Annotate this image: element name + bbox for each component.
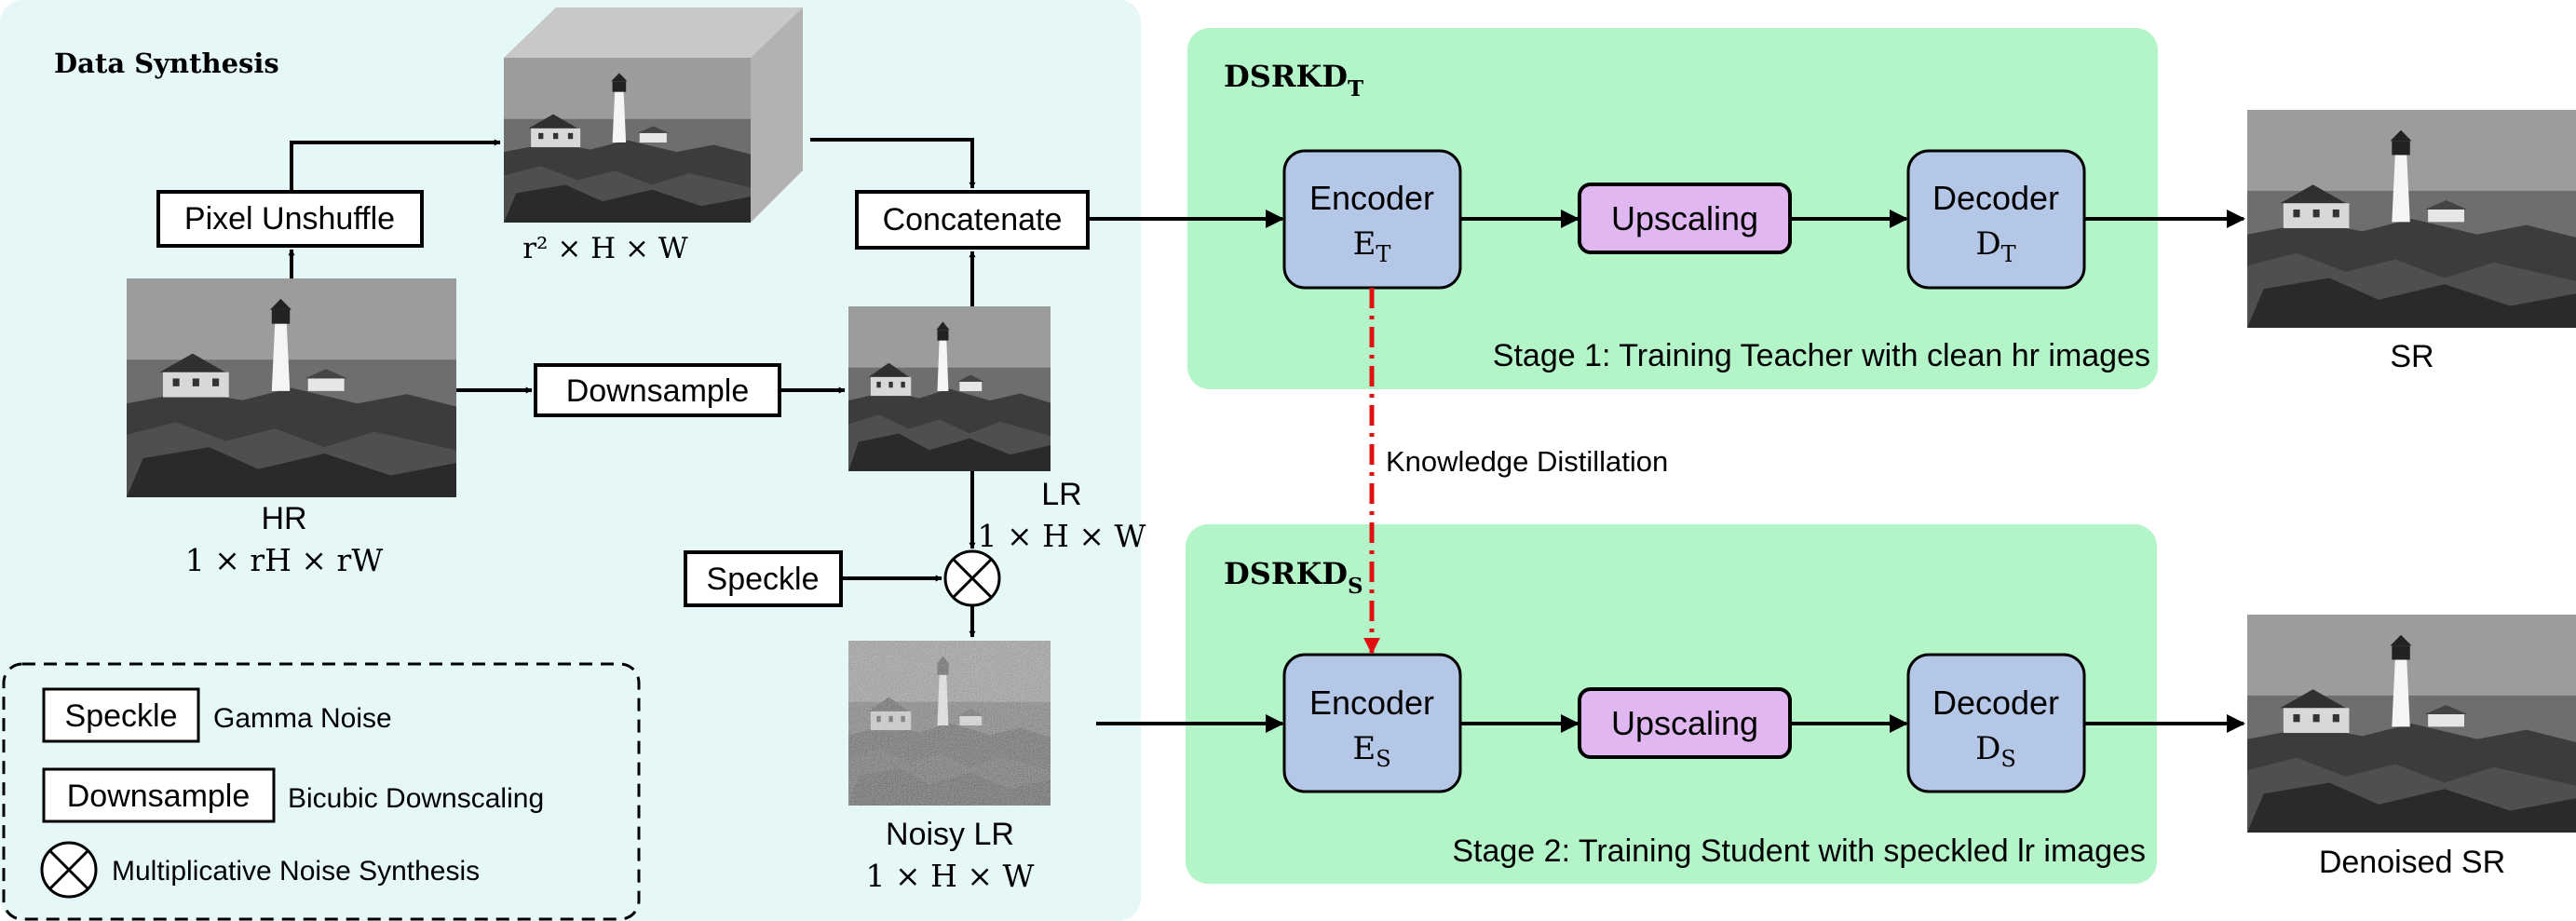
legend-box <box>2 662 641 921</box>
distillation-label: Knowledge Distillation <box>1386 445 1668 478</box>
legend-multiply-desc: Multiplicative Noise Synthesis <box>112 856 480 887</box>
concatenate-box <box>855 190 1090 250</box>
student-decoder-label: Decoder <box>1932 684 2059 722</box>
data-synthesis-title: Data Synthesis <box>54 47 279 79</box>
teacher-encoder <box>1282 149 1462 290</box>
noisy-lr-label: Noisy LR <box>886 817 1014 852</box>
hr-dims: 1 × rH × rW <box>185 542 384 578</box>
teacher-stage-caption: Stage 1: Training Teacher with clean hr … <box>1493 338 2150 373</box>
legend-speckle-box <box>42 687 200 743</box>
legend-speckle-desc: Gamma Noise <box>213 703 392 734</box>
concatenate-label: Concatenate <box>883 202 1063 237</box>
teacher-decoder-label: Decoder <box>1932 179 2059 217</box>
lr-label: LR <box>1041 477 1081 512</box>
student-encoder-label: Encoder <box>1309 684 1434 722</box>
student-decoder-symbol: DS <box>1975 730 2016 772</box>
sr-output-image <box>2247 110 2576 328</box>
legend-speckle-label: Speckle <box>65 698 178 734</box>
synthesis-arrows <box>288 138 976 638</box>
speckle-label: Speckle <box>707 562 820 597</box>
cube-dims: r² × H × W <box>522 232 688 265</box>
unshuffled-image <box>504 58 751 223</box>
hr-image <box>127 278 456 497</box>
lr-dims: 1 × H × W <box>978 518 1146 554</box>
speckle-box <box>684 550 843 607</box>
multiply-node <box>943 549 1001 607</box>
student-encoder <box>1282 653 1462 793</box>
teacher-decoder <box>1906 149 2086 290</box>
hr-label: HR <box>261 501 306 536</box>
downsample-label: Downsample <box>566 373 750 409</box>
pixel-unshuffle-label: Pixel Unshuffle <box>184 201 395 237</box>
legend-downsample-label: Downsample <box>67 779 251 814</box>
student-title: DSRKDS <box>1224 556 1363 599</box>
teacher-decoder-symbol: DT <box>1975 225 2015 267</box>
lr-image <box>848 306 1051 471</box>
teacher-title: DSRKDT <box>1224 59 1363 102</box>
denoised-sr-output-label: Denoised SR <box>2319 845 2505 880</box>
cube-top-face <box>504 7 803 58</box>
cube-side-face <box>751 7 803 223</box>
legend-downsample-box <box>42 767 276 823</box>
student-stage-caption: Stage 2: Training Student with speckled … <box>1452 833 2146 869</box>
sr-output-label: SR <box>2390 339 2434 374</box>
teacher-encoder-symbol: ET <box>1353 225 1391 267</box>
teacher-upscaling-label: Upscaling <box>1611 199 1758 237</box>
noisy-lr-image <box>848 641 1051 806</box>
pipeline-arrows <box>1088 210 2245 733</box>
student-decoder <box>1906 653 2086 793</box>
student-encoder-symbol: ES <box>1352 730 1390 772</box>
legend-multiply-icon <box>40 841 98 899</box>
student-upscaling-label: Upscaling <box>1611 704 1758 742</box>
teacher-encoder-label: Encoder <box>1309 179 1434 217</box>
legend-downsample-desc: Bicubic Downscaling <box>288 783 544 814</box>
noisy-lr-dims: 1 × H × W <box>866 858 1035 894</box>
denoised-sr-output-image <box>2247 615 2576 833</box>
